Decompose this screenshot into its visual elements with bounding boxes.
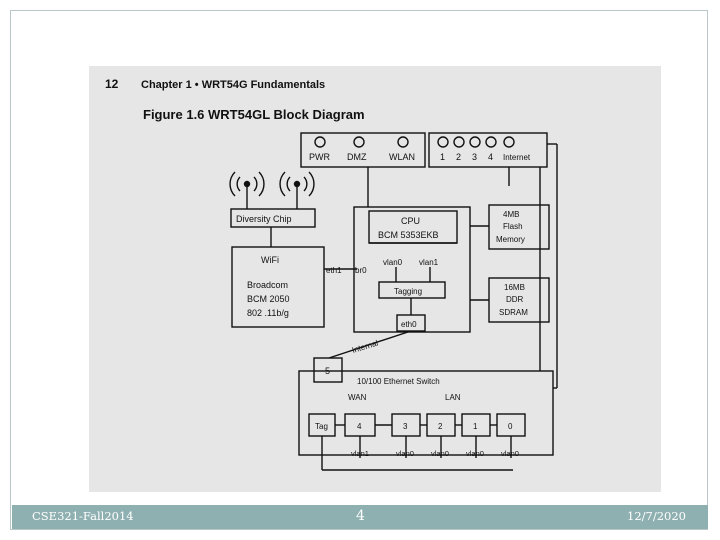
status-led-panel <box>300 132 426 168</box>
switch-cpu-port-box <box>313 357 343 383</box>
switch-port-label: 1 <box>473 422 478 431</box>
flash-memory-box <box>488 204 550 250</box>
switch-title: 10/100 Ethernet Switch <box>357 377 440 386</box>
flash-line-3: Memory <box>496 235 525 244</box>
port-4-label: 4 <box>488 152 493 162</box>
wifi-line-2: BCM 2050 <box>247 294 290 304</box>
pwr-led-icon <box>314 136 326 148</box>
port-vlan-label: vlan0 <box>501 449 519 458</box>
tagging-label: Tagging <box>394 287 422 296</box>
switch-port-label: 0 <box>508 422 513 431</box>
port-vlan-label: vlan0 <box>431 449 449 458</box>
switch-port-label: 3 <box>403 422 408 431</box>
br0-label: br0 <box>355 266 367 275</box>
cpu-line-1: CPU <box>401 216 420 226</box>
port-vlan-label: vlan0 <box>466 449 484 458</box>
eth1-label: eth1 <box>326 266 342 275</box>
flash-line-2: Flash <box>503 222 523 231</box>
page-number: 12 <box>105 77 119 91</box>
diversity-chip-label: Diversity Chip <box>236 214 292 224</box>
dmz-label: DMZ <box>347 152 367 162</box>
port-2-led-icon <box>453 136 465 148</box>
internet-label: Internet <box>503 153 531 162</box>
port-2-label: 2 <box>456 152 461 162</box>
antenna-right-icon <box>279 171 315 202</box>
chapter-title: Chapter 1 • WRT54G Fundamentals <box>141 79 325 91</box>
switch-cpu-port-label: 5 <box>325 366 330 376</box>
footer-bar: CSE321-Fall2014 4 12/7/2020 <box>12 505 708 529</box>
diversity-chip-box <box>230 208 316 228</box>
lan-label: LAN <box>445 393 461 402</box>
ethernet-switch-box <box>298 370 554 456</box>
tagging-box <box>378 281 446 299</box>
sdram-line-3: SDRAM <box>499 308 528 317</box>
port-vlan-label: vlan0 <box>396 449 414 458</box>
port-1-led-icon <box>437 136 449 148</box>
sdram-line-2: DDR <box>506 295 524 304</box>
wlan-label: WLAN <box>389 152 415 162</box>
pwr-label: PWR <box>309 152 330 162</box>
flash-line-1: 4MB <box>503 210 519 219</box>
cpu-line-2: BCM 5353EKB <box>378 230 439 240</box>
dmz-led-icon <box>353 136 365 148</box>
vlan1-label: vlan1 <box>419 258 439 267</box>
eth0-label: eth0 <box>401 320 417 329</box>
scanned-page: 12 Chapter 1 • WRT54G Fundamentals Figur… <box>89 66 661 492</box>
internet-led-icon <box>503 136 515 148</box>
internal-label: Internal <box>351 338 379 354</box>
port-3-led-icon <box>469 136 481 148</box>
port-led-panel <box>428 132 548 168</box>
port-3-label: 3 <box>472 152 477 162</box>
wifi-title: WiFi <box>261 255 279 265</box>
wifi-module-box <box>231 246 325 328</box>
port-vlan-label: vlan1 <box>351 449 369 458</box>
port-1-label: 1 <box>440 152 445 162</box>
vlan0-label: vlan0 <box>383 258 403 267</box>
wifi-line-3: 802 .11b/g <box>247 308 289 318</box>
tag-label: Tag <box>315 422 328 431</box>
wifi-line-1: Broadcom <box>247 280 288 290</box>
port-4-led-icon <box>485 136 497 148</box>
switch-port-label: 4 <box>357 422 362 431</box>
figure-title: Figure 1.6 WRT54GL Block Diagram <box>143 107 365 122</box>
sdram-line-1: 16MB <box>504 283 525 292</box>
antenna-left-icon <box>229 171 265 202</box>
slide-number: 4 <box>356 508 365 524</box>
wan-label: WAN <box>348 393 367 402</box>
block-diagram: 12 Chapter 1 • WRT54G Fundamentals Figur… <box>105 77 558 471</box>
footer-date: 12/7/2020 <box>627 509 686 523</box>
switch-port-label: 2 <box>438 422 443 431</box>
wlan-led-icon <box>397 136 409 148</box>
footer-course: CSE321-Fall2014 <box>32 509 134 523</box>
